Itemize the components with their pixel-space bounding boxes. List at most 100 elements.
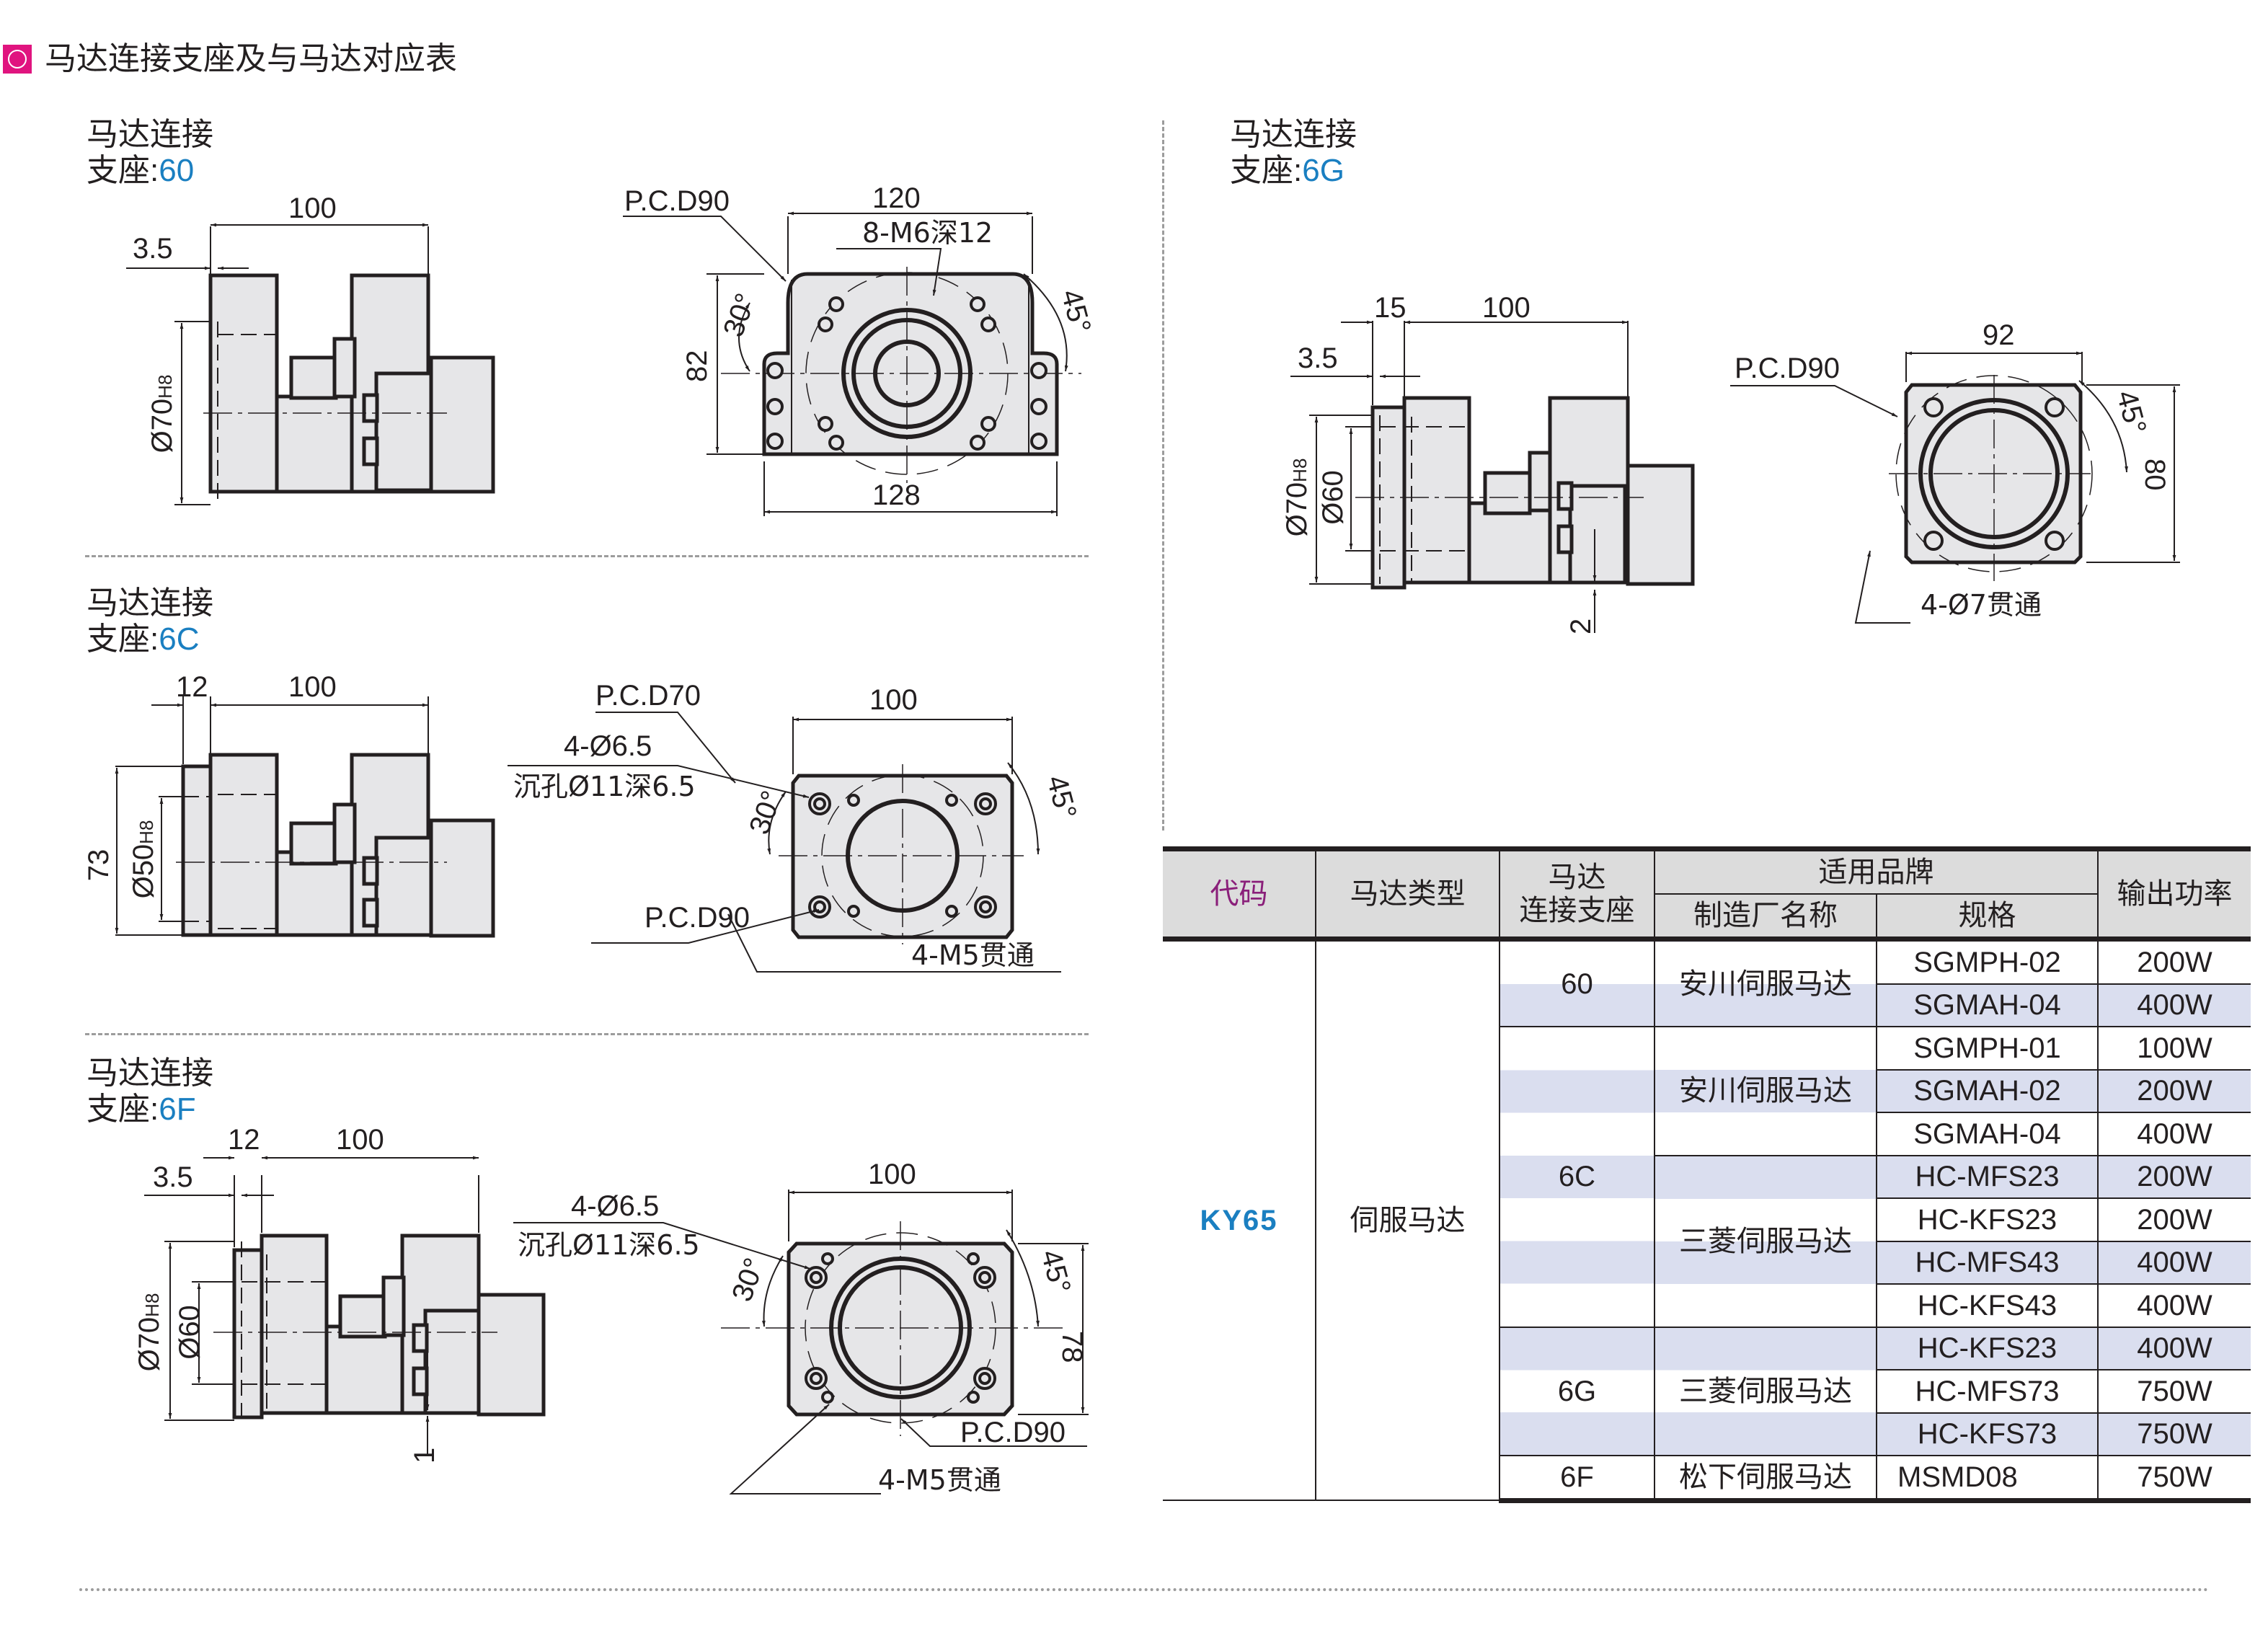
dim-height: 82 [681, 350, 713, 383]
front-view-6f: 100 4-Ø6.5 沉孔Ø11深6.5 30° 45° 78 P.C.D90 … [513, 1159, 1089, 1496]
cell-power: 400W [2097, 983, 2251, 1027]
cell-power: 400W [2097, 1240, 2251, 1285]
cell-power: 750W [2097, 1369, 2251, 1414]
section-label-line2: 支座: [87, 621, 159, 657]
dim-width: 100 [868, 1159, 916, 1190]
header-maker: 制造厂名称 [1655, 893, 1877, 942]
dim-length: 100 [336, 1124, 384, 1156]
cell-motor-type: 伺服马达 [1315, 938, 1500, 1501]
table-row: 6G 三菱伺服马达 HC-KFS23 400W [1163, 1326, 2251, 1456]
page-title: 马达连接支座及与马达对应表 [3, 37, 457, 81]
dim-bottom-width: 128 [872, 479, 921, 511]
section-label-60: 马达连接 支座:60 [87, 117, 213, 189]
front-view-6g: 92 P.C.D90 45° 80 4-Ø7贯通 [1730, 319, 2180, 624]
header-bracket: 马达连接支座 [1499, 846, 1655, 942]
cell-bracket: 6F [1500, 1455, 1655, 1503]
section-code: 6C [159, 621, 200, 657]
table-subheader-row: 制造厂名称 规格 [1163, 893, 2251, 942]
header-motor-type: 马达类型 [1315, 846, 1500, 942]
label-pcd-top: P.C.D70 [595, 680, 701, 712]
section-code: 6F [159, 1091, 196, 1127]
label-angle-right: 45° [1035, 1246, 1076, 1297]
side-view-60: 100 3.5 Ø70H8 [126, 192, 495, 505]
dim-length: 100 [288, 671, 337, 703]
label-pcd: P.C.D90 [624, 185, 730, 217]
section-label-line1: 马达连接 [1230, 117, 1357, 152]
label-angle-left: 30° [743, 787, 788, 838]
cell-spec: SGMPH-02 [1876, 938, 2099, 985]
header-brand: 适用品牌 [1654, 846, 2099, 895]
dim-offset: 3.5 [133, 233, 173, 265]
table-row: HC-KFS43 400W [1163, 1283, 2251, 1328]
side-view-6f: 12 100 3.5 Ø70H8 Ø60 1 [133, 1124, 546, 1463]
cell-power: 750W [2097, 1455, 2251, 1503]
label-counterbore-1: 4-Ø6.5 [571, 1190, 659, 1222]
header-bracket-line2: 连接支座 [1519, 895, 1635, 926]
table-row: 三菱伺服马达 HC-MFS23 200W [1163, 1154, 2251, 1328]
cell-spec: HC-KFS73 [1877, 1412, 2099, 1456]
label-pcd: P.C.D90 [960, 1417, 1066, 1448]
cell-power: 100W [2097, 1026, 2251, 1071]
cell-bracket: 60 [1499, 938, 1655, 1027]
section-label-line1: 马达连接 [87, 117, 213, 152]
dim-bore: Ø70H8 [133, 1293, 165, 1372]
cell-maker: 三菱伺服马达 [1654, 1326, 1877, 1456]
cell-bracket: 6G [1500, 1326, 1655, 1456]
dim-flange: 15 [1374, 292, 1407, 324]
label-angle-right: 45° [1040, 772, 1082, 823]
cell-spec: SGMPH-01 [1876, 1026, 2099, 1071]
cell-spec: HC-MFS73 [1877, 1369, 2099, 1414]
section-label-6c: 马达连接 支座:6C [87, 585, 213, 657]
cell-spec: SGMAH-04 [1877, 1112, 2099, 1156]
cell-power: 200W [2097, 1154, 2251, 1199]
header-code: 代码 [1163, 846, 1316, 942]
cell-code: KY65 [1163, 938, 1316, 1501]
front-view-6c: 100 P.C.D70 4-Ø6.5 沉孔Ø11深6.5 30° 45° P.C… [508, 680, 1082, 973]
label-angle-left: 30° [726, 1254, 771, 1306]
side-view-6c: 12 100 73 Ø50H8 [83, 671, 495, 938]
section-label-line2: 支座: [87, 153, 159, 188]
dim-gap: 2 [1565, 619, 1597, 634]
section-label-line1: 马达连接 [87, 1055, 213, 1091]
table-row: SGMAH-04 400W [1163, 1112, 2251, 1156]
bottom-divider [79, 1588, 2210, 1591]
dim-offset: 3.5 [153, 1161, 193, 1193]
cell-power: 200W [2097, 938, 2251, 985]
cell-spec: HC-MFS23 [1876, 1154, 2099, 1199]
cell-spec: MSMD08 [1876, 1455, 2099, 1503]
page-title-text: 马达连接支座及与马达对应表 [45, 41, 457, 76]
table-row: 6F 松下伺服马达 MSMD08 750W [1163, 1455, 2251, 1503]
section-code: 6G [1302, 153, 1345, 188]
header-spec: 规格 [1876, 893, 2098, 942]
dim-bore: Ø50H8 [128, 820, 159, 899]
label-pcd: P.C.D90 [1735, 353, 1840, 384]
dim-flange: 12 [228, 1124, 260, 1156]
dim-gap: 1 [409, 1448, 440, 1463]
header-bracket-line1: 马达 [1548, 862, 1606, 893]
cell-spec: SGMAH-02 [1877, 1068, 2099, 1113]
table-row: KY65 伺服马达 60 安川伺服马达 SGMPH-02 200W [1163, 938, 2251, 1501]
section-label-line2: 支座: [87, 1091, 159, 1127]
dim-width: 92 [1983, 319, 2015, 351]
front-view-60: 120 P.C.D90 8-M6深12 30° 45° 82 128 [623, 182, 1097, 516]
dim-height: 78 [1056, 1331, 1088, 1363]
dim-flange: 12 [176, 671, 208, 703]
dim-pilot: Ø60 [174, 1305, 205, 1360]
section-bullet-icon [3, 45, 32, 74]
label-counterbore-2: 沉孔Ø11深6.5 [513, 771, 696, 802]
side-view-6g: 15 100 3.5 Ø70H8 Ø60 2 [1281, 292, 1695, 634]
header-power: 输出功率 [2097, 846, 2251, 942]
dim-bore: Ø70H8 [1281, 459, 1313, 537]
label-counterbore-1: 4-Ø6.5 [564, 730, 652, 762]
dim-length: 100 [1482, 292, 1531, 324]
cell-maker: 安川伺服马达 [1654, 1026, 1877, 1156]
cell-maker: 松下伺服马达 [1654, 1455, 1877, 1503]
cell-spec: HC-KFS23 [1877, 1197, 2099, 1242]
label-pcd-bottom: P.C.D90 [644, 902, 750, 934]
column-divider [1162, 120, 1164, 831]
cell-power: 400W [2097, 1326, 2251, 1370]
label-thru: 4-M5贯通 [911, 939, 1035, 971]
cell-maker: 三菱伺服马达 [1655, 1154, 1877, 1328]
cell-spec: HC-KFS23 [1876, 1326, 2099, 1370]
cell-bracket: 6C [1500, 1026, 1655, 1328]
